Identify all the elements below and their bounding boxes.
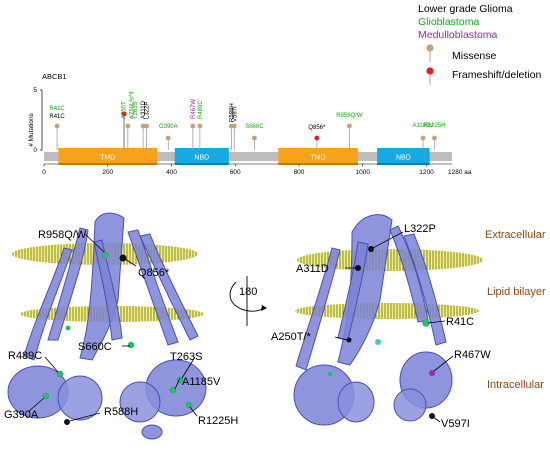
x-end-label: 1280 aa [448,169,472,176]
lollipop-head [420,135,426,141]
mutation-label: A250T [122,101,128,119]
lollipop-head [125,123,131,129]
lollipop-head [251,135,257,141]
missense-marker-icon [426,44,434,52]
label-R489C: R489C [8,350,42,362]
frameshift-marker-icon [426,67,434,75]
lollipop-head [346,123,352,129]
rotation-arrow-icon: 180 [229,276,267,326]
label-R1225H: R1225H [198,415,238,427]
mutation-label: V597I [232,106,238,122]
lollipop-head [144,123,150,129]
lollipop-head [231,123,237,129]
label-L322P: L322P [404,223,436,235]
label-A1185V: A1185V [182,376,221,388]
structure-labels-left: R958Q/W Q856* R489C S660C T263S A1185V G… [4,229,238,427]
rotation-label: 180 [239,286,257,298]
mutation-label: R1225H [423,123,445,129]
protein-backbone [44,152,452,161]
y-axis-label: # Mutations [28,112,35,146]
label-A311D: A311D [296,263,329,275]
mutation-spheres-right [327,246,435,419]
mutation-spheres-left [42,251,193,425]
label-Q856: Q856* [138,267,170,279]
domain-tmd-0 [58,148,158,165]
lollipop-head [54,123,60,129]
legend: Lower grade Glioma Glioblastoma Medullob… [418,3,541,85]
x-tick-label: 800 [294,169,305,176]
lollipop-head [165,135,171,141]
domain-label-3: NBD [396,155,411,162]
domain-label-2: TMD [311,155,326,162]
membrane-disc-outer-right [297,249,483,271]
label-R958QW: R958Q/W [38,229,87,241]
mutation-label: G390A [159,124,178,130]
protein-cartoon-right [293,214,453,426]
mutation-label: T263S [133,101,139,119]
mutation-label: S660C [245,124,264,130]
label-V597I: V597I [441,418,470,430]
label-A250T: A250T/* [271,331,311,343]
mutation-label: A1189V [413,123,434,129]
label-T263S: T263S [170,351,202,363]
x-tick-label: 0 [42,169,46,176]
y-tick-0: 0 [33,147,37,154]
mutation-label: R588H [229,103,235,122]
structure-labels-right: L322P A311D R41C A250T/* R467W V597I [271,223,491,430]
mutation-label: R41C [49,114,65,120]
x-tick-label: 200 [102,169,113,176]
x-tick-label: 1000 [356,169,371,176]
protein-cartoon-left [7,212,207,440]
label-G390A: G390A [4,409,39,421]
mutation-label: R489C [198,100,204,119]
mutation-label: Q856* [308,125,326,131]
legend-missense-label: Missense [452,50,497,62]
x-tick-label: 600 [230,169,241,176]
label-S660C: S660C [78,341,112,353]
protein-structures: R958Q/W Q856* R489C S660C T263S A1185V G… [4,212,546,440]
y-tick-5: 5 [33,87,37,94]
domain-label-0: TMD [100,155,115,162]
mutation-label: L322P [145,102,151,119]
x-tick-label: 1200 [419,169,434,176]
mutation-label: A311D [141,100,147,119]
gene-label: ABCB1 [42,72,67,81]
mutation-label: R958Q/W [336,113,363,119]
lollipop-head [140,123,146,129]
domain-tmd-2 [278,148,358,165]
lollipop-plot: ABCB1 # Mutations 5 0 TMD NBD TMD NBD R41C R… [28,72,472,176]
legend-lgg-label: Lower grade Glioma [418,3,513,15]
legend-frameshift-label: Frameshift/deletion [452,69,541,81]
domain-nbd-1 [174,148,229,165]
label-R467W: R467W [454,349,491,361]
mutation-label: R467W [191,99,197,119]
lollipop-head [190,123,196,129]
x-tick-label: 400 [166,169,177,176]
mutation-label: A250Lfs*4 [129,91,135,119]
legend-gbm-label: Glioblastoma [418,16,479,28]
leader-lines-right [334,231,454,423]
intracellular-label: Intracellular [487,379,544,391]
lollipop-head [121,111,127,117]
legend-mb-label: Medulloblastoma [418,29,498,41]
lollipop-head [432,135,437,141]
label-R588H: R588H [104,406,138,418]
lollipop-head [314,135,320,141]
extracellular-label: Extracellular [485,229,546,241]
lollipop-head [197,123,203,129]
domain-nbd-3 [377,148,430,165]
leader-lines-left [27,233,198,422]
domain-label-1: NBD [194,155,209,162]
label-R41C: R41C [446,316,474,328]
lipid-bilayer-label: Lipid bilayer [487,286,546,298]
mutation-label: R41C [49,106,65,112]
